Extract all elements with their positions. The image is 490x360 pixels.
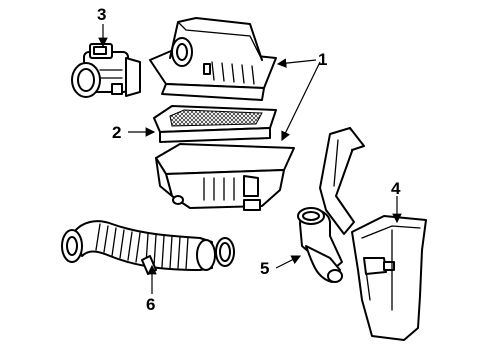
callout-4: 4 [391,179,401,198]
leader-line-1b [281,61,321,142]
corrugated-intake-hose-icon [61,220,235,275]
air-filter-element-icon [153,105,277,143]
leader-line-5 [275,255,302,269]
leader-lines [98,24,402,294]
mass-airflow-sensor-icon [71,43,141,98]
leader-line-1a [276,58,317,68]
callout-6: 6 [146,295,155,314]
callout-1: 1 [318,50,327,69]
intake-duct-icon [297,127,365,283]
callout-2: 2 [112,123,121,142]
callout-3: 3 [97,5,106,24]
resonator-shield-icon [351,215,427,341]
air-cleaner-tray-icon [155,143,295,211]
callout-5: 5 [260,259,269,278]
air-cleaner-cover-icon [149,17,277,101]
